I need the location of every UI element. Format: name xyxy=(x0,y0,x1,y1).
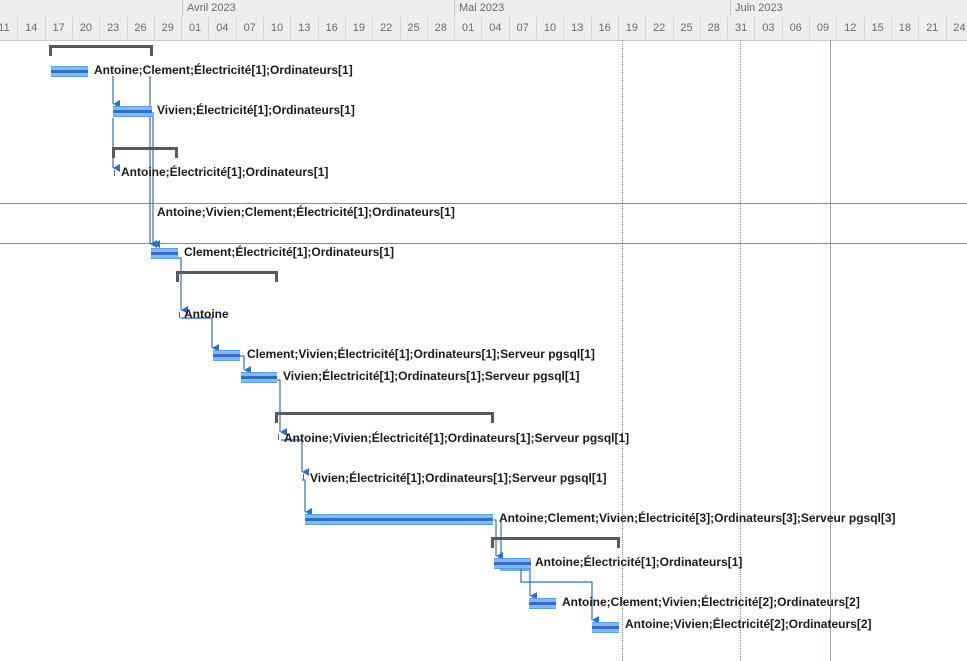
timescale-day: 25 xyxy=(672,17,700,39)
timescale-day: 17 xyxy=(44,17,72,39)
resource-label: Antoine;Électricité[1];Ordinateurs[1] xyxy=(121,165,329,179)
task-bar[interactable] xyxy=(305,514,493,525)
timescale-day: 13 xyxy=(290,17,317,39)
gridline xyxy=(740,40,741,661)
resource-label: Antoine;Clement;Vivien;Électricité[2];Or… xyxy=(562,595,860,609)
timescale-month: Juin 2023 xyxy=(730,0,967,16)
resource-label: Antoine;Vivien;Clement;Électricité[1];Or… xyxy=(157,205,455,219)
milestone-marker[interactable] xyxy=(114,170,121,176)
resource-label: Antoine;Clement;Vivien;Électricité[3];Or… xyxy=(499,511,896,525)
task-bar[interactable] xyxy=(51,66,88,77)
milestone-marker[interactable] xyxy=(278,434,285,440)
timescale-day: 16 xyxy=(590,17,618,39)
timescale-day: 29 xyxy=(153,17,181,39)
resource-label: Antoine;Vivien;Électricité[2];Ordinateur… xyxy=(625,617,872,631)
timescale-day: 04 xyxy=(208,17,235,39)
milestone-marker[interactable] xyxy=(179,312,186,318)
task-bar[interactable] xyxy=(529,598,556,609)
timescale-day: 19 xyxy=(344,17,372,39)
resource-label: Vivien;Électricité[1];Ordinateurs[1] xyxy=(157,103,355,117)
summary-bar[interactable] xyxy=(112,147,178,158)
timescale-day: 21 xyxy=(918,17,945,39)
milestone-marker[interactable] xyxy=(303,474,310,480)
gridline xyxy=(622,40,623,661)
timescale-day: 15 xyxy=(863,17,891,39)
summary-bar[interactable] xyxy=(491,537,620,548)
timescale-day: 24 xyxy=(945,17,967,39)
timescale-day: 28 xyxy=(699,17,727,39)
timescale-day: 04 xyxy=(481,17,508,39)
timescale-day: 25 xyxy=(399,17,427,39)
timescale-day: 07 xyxy=(508,17,536,39)
resource-label: Clement;Électricité[1];Ordinateurs[1] xyxy=(184,245,395,259)
timescale-day: 19 xyxy=(617,17,645,39)
timescale-day: 01 xyxy=(181,17,208,39)
timescale-day: 31 xyxy=(727,17,754,39)
timescale-day: 16 xyxy=(317,17,345,39)
resource-label: Clement;Vivien;Électricité[1];Ordinateur… xyxy=(247,347,595,361)
task-bar[interactable] xyxy=(213,350,240,361)
timescale-day: 14 xyxy=(17,17,44,39)
timescale-day: 06 xyxy=(781,17,809,39)
timescale-day: 28 xyxy=(426,17,454,39)
task-bar[interactable] xyxy=(592,622,619,633)
timescale-day: 20 xyxy=(71,17,99,39)
resource-label: Antoine;Électricité[1];Ordinateurs[1] xyxy=(535,555,743,569)
timescale-day: 11 xyxy=(0,17,17,39)
resource-label: Antoine;Clement;Électricité[1];Ordinateu… xyxy=(94,63,353,77)
timescale-day: 10 xyxy=(536,17,563,39)
timescale-month: Avril 2023 xyxy=(182,0,454,16)
timescale-day: 03 xyxy=(754,17,781,39)
timescale-month: Mai 2023 xyxy=(454,0,730,16)
row-divider xyxy=(0,243,967,244)
summary-bar[interactable] xyxy=(176,271,278,282)
current-date-line xyxy=(830,40,831,661)
task-bar[interactable] xyxy=(113,106,152,117)
task-bar[interactable] xyxy=(151,248,178,259)
timescale-day: 22 xyxy=(372,17,399,39)
resource-label: Vivien;Électricité[1];Ordinateurs[1];Ser… xyxy=(283,369,580,383)
resource-label: Antoine;Vivien;Électricité[1];Ordinateur… xyxy=(284,431,630,445)
timescale-day: 01 xyxy=(454,17,481,39)
resource-label: Vivien;Électricité[1];Ordinateurs[1];Ser… xyxy=(310,471,607,485)
row-divider xyxy=(0,203,967,204)
task-bar[interactable] xyxy=(494,558,531,569)
task-bar[interactable] xyxy=(241,372,277,383)
timescale-day: 22 xyxy=(645,17,672,39)
timescale-day: 13 xyxy=(563,17,590,39)
timescale-day: 09 xyxy=(809,17,836,39)
timescale-day: 07 xyxy=(235,17,263,39)
summary-bar[interactable] xyxy=(49,45,153,56)
summary-bar[interactable] xyxy=(275,412,494,423)
resource-label: Antoine xyxy=(184,307,229,321)
timescale-day: 18 xyxy=(890,17,918,39)
timescale-day: 26 xyxy=(126,17,154,39)
timescale-day: 23 xyxy=(99,17,126,39)
timescale-day: 10 xyxy=(263,17,290,39)
timescale-day: 12 xyxy=(836,17,863,39)
